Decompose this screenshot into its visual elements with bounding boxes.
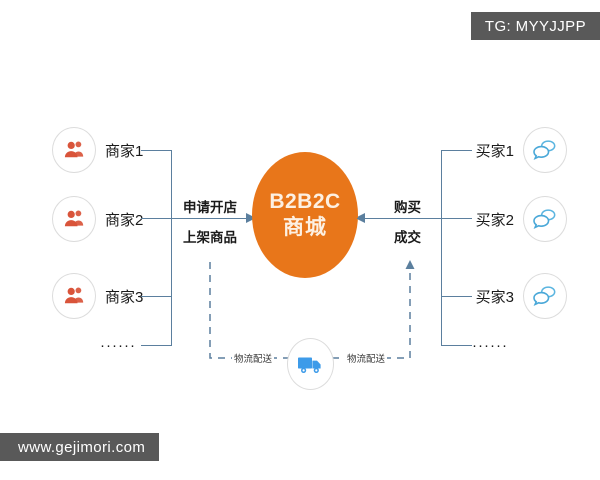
chat-bubbles-icon [523, 273, 567, 319]
people-icon [52, 273, 96, 319]
buyer-stub-ellipsis [441, 345, 472, 347]
buyer-label-2: 买家2 [475, 211, 514, 229]
buyer-flow-line [357, 218, 442, 220]
chat-bubbles-icon [523, 196, 567, 242]
buyer-stub-1 [441, 150, 472, 152]
merchant-spine [171, 150, 173, 346]
merchant-ellipsis: ······ [100, 337, 136, 354]
buyer-stub-2 [441, 218, 472, 220]
merchant-stub-ellipsis [141, 345, 172, 347]
logistics-label-left: 物流配送 [232, 351, 275, 365]
buyer-stub-3 [441, 296, 472, 298]
truck-icon-circle[interactable] [287, 338, 334, 390]
hub-b2b2c[interactable]: B2B2C 商城 [252, 152, 358, 278]
merchant-stub-2 [141, 218, 172, 220]
logistics-dash-right [332, 266, 411, 359]
merchant-label-3: 商家3 [105, 288, 144, 306]
chat-bubbles-icon [523, 127, 567, 173]
merchant-row-3[interactable]: 商家3 [52, 273, 143, 319]
merchant-label-1: 商家1 [105, 142, 144, 160]
merchant-flow-label-top: 申请开店 [183, 200, 237, 215]
merchant-flow-line [171, 218, 254, 220]
buyer-spine [441, 150, 443, 346]
logistics-dash-left [209, 262, 290, 359]
logistics-label-right: 物流配送 [345, 351, 388, 365]
logistics-arrowhead [405, 260, 415, 269]
hub-line-1: B2B2C [269, 190, 341, 214]
tg-watermark-badge: TG: MYYJJPP [470, 12, 600, 40]
people-icon [52, 196, 96, 242]
buyer-flow-label-top: 购买 [394, 200, 421, 215]
site-watermark-badge: www.gejimori.com [0, 433, 160, 461]
merchant-row-2[interactable]: 商家2 [52, 196, 143, 242]
merchant-stub-3 [141, 296, 172, 298]
buyer-ellipsis: ······ [472, 337, 508, 354]
buyer-label-1: 买家1 [475, 142, 514, 160]
buyer-label-3: 买家3 [475, 288, 514, 306]
truck-icon [297, 357, 321, 373]
buyer-row-1[interactable]: 买家1 [476, 127, 567, 173]
merchant-label-2: 商家2 [105, 211, 144, 229]
merchant-flow-label-bottom: 上架商品 [183, 230, 237, 245]
buyer-flow-label-bottom: 成交 [394, 230, 421, 245]
buyer-row-3[interactable]: 买家3 [476, 273, 567, 319]
hub-line-2: 商城 [283, 216, 327, 239]
people-icon [52, 127, 96, 173]
buyer-row-2[interactable]: 买家2 [476, 196, 567, 242]
merchant-row-1[interactable]: 商家1 [52, 127, 143, 173]
merchant-stub-1 [141, 150, 172, 152]
